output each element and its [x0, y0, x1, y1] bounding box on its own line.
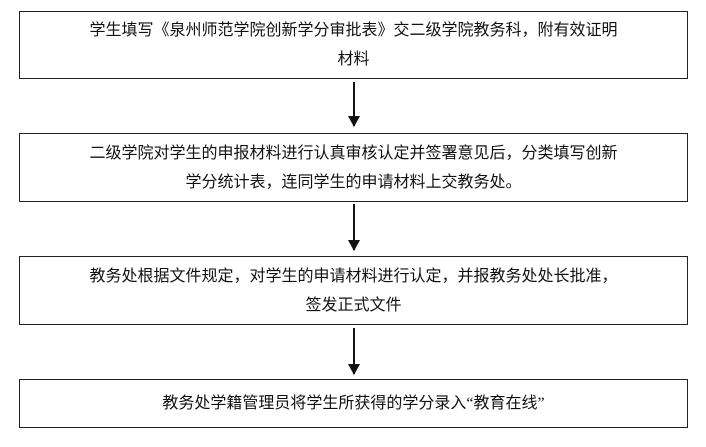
step-2-text-line-2: 学分统计表，连同学生的申请材料上交教务处。 — [185, 173, 522, 191]
step-1-text-line-1: 学生填写《泉州师范学院创新学分审批表》交二级学院教务科，附有效证明 — [89, 22, 618, 39]
step-3-text-line-1: 教务处根据文件规定，对学生的申请材料进行认定，并报教务处处长批准， — [89, 267, 618, 285]
step-4-box: 教务处学籍管理员将学生所获得的学分录入“教育在线” — [19, 379, 688, 428]
step-4-text-line-1: 教务处学籍管理员将学生所获得的学分录入“教育在线” — [162, 395, 545, 412]
step-3-box: 教务处根据文件规定，对学生的申请材料进行认定，并报教务处处长批准， 签发正式文件 — [19, 256, 688, 325]
arrow-down-2 — [348, 204, 360, 251]
step-2-text-line-1: 二级学院对学生的申报材料进行认真审核认定并签署意见后，分类填写创新 — [89, 144, 618, 162]
arrow-down-1 — [348, 82, 360, 127]
step-1-text-line-2: 材料 — [337, 51, 370, 68]
step-2-box: 二级学院对学生的申报材料进行认真审核认定并签署意见后，分类填写创新 学分统计表，… — [19, 133, 688, 202]
step-3-text-line-2: 签发正式文件 — [305, 296, 402, 314]
step-1-box: 学生填写《泉州师范学院创新学分审批表》交二级学院教务科，附有效证明 材料 — [19, 11, 688, 79]
arrow-down-3 — [348, 328, 360, 375]
